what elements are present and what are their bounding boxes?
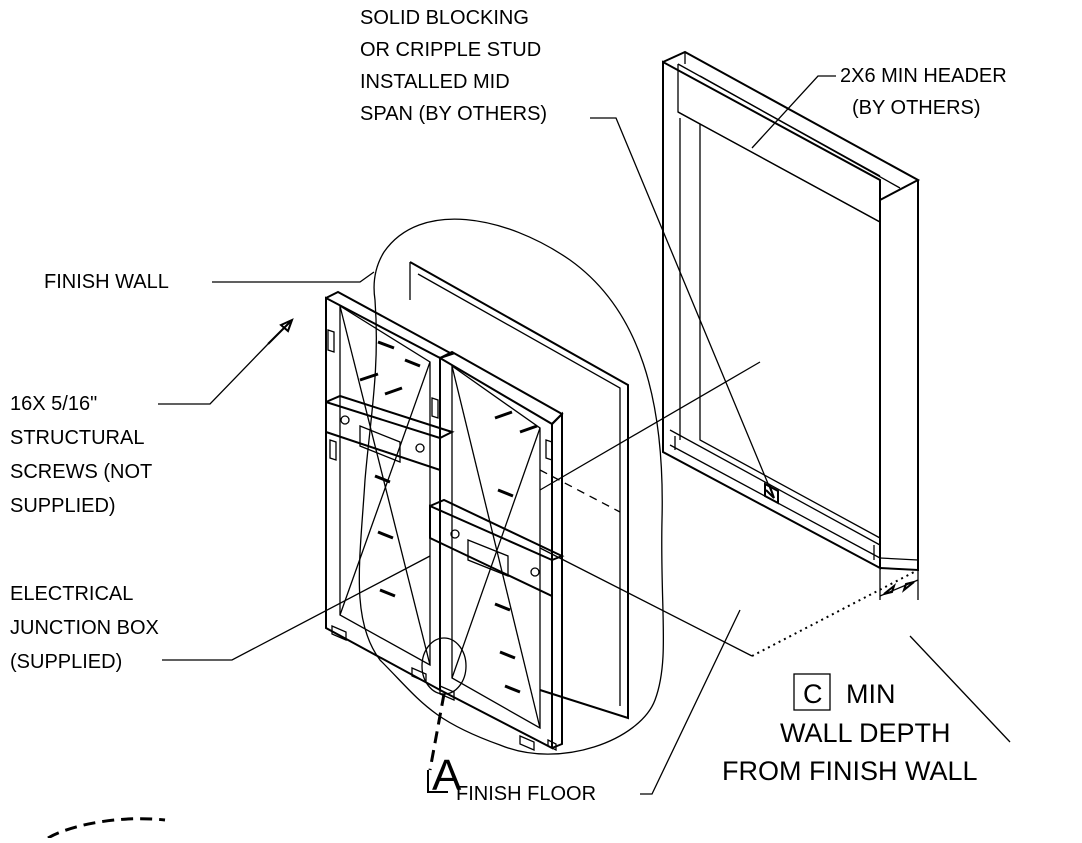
finish-floor-outline (539, 361, 919, 657)
callout-solid-blocking: SOLID BLOCKING OR CRIPPLE STUD INSTALLED… (360, 7, 547, 125)
header-line-2: (BY OTHERS) (852, 97, 981, 119)
callout-finish-wall: FINISH WALL (44, 271, 169, 293)
solid-blocking-line-1: SOLID BLOCKING (360, 7, 529, 29)
solid-blocking-line-4: SPAN (BY OTHERS) (360, 103, 547, 125)
junction-line-1: ELECTRICAL (10, 583, 133, 605)
mounting-frame (325, 290, 565, 752)
screws-line-4: SUPPLIED) (10, 495, 116, 517)
wall-depth-line-3: FROM FINISH WALL (722, 756, 978, 786)
dimension-tag-c: C (803, 679, 823, 709)
solid-blocking-line-3: INSTALLED MID (360, 71, 510, 93)
junction-line-2: JUNCTION BOX (10, 617, 159, 639)
callout-header: 2X6 MIN HEADER (BY OTHERS) (840, 65, 1007, 119)
framed-opening (662, 50, 921, 572)
dimension-tag-box (793, 673, 831, 711)
header-line-1: 2X6 MIN HEADER (840, 65, 1007, 87)
callout-wall-depth: C MIN WALL DEPTH FROM FINISH WALL (722, 673, 978, 786)
wall-opening (409, 261, 629, 720)
screws-line-2: STRUCTURAL (10, 427, 144, 449)
solid-blocking-line-2: OR CRIPPLE STUD (360, 39, 541, 61)
wall-depth-min: MIN (846, 679, 896, 709)
detail-a-label: A (432, 751, 462, 800)
callout-junction-box: ELECTRICAL JUNCTION BOX (SUPPLIED) (10, 583, 159, 673)
finish-wall-outline (358, 218, 665, 755)
leader-lines (158, 75, 1011, 795)
wall-depth-line-2: WALL DEPTH (780, 718, 951, 748)
detail-view-arc (47, 817, 166, 840)
callout-finish-floor: FINISH FLOOR (456, 783, 596, 805)
detail-a-marker (421, 637, 467, 793)
callout-screws: 16X 5/16" STRUCTURAL SCREWS (NOT SUPPLIE… (10, 393, 152, 517)
screws-line-3: SCREWS (NOT (10, 461, 152, 483)
screws-line-1: 16X 5/16" (10, 393, 97, 415)
junction-line-3: (SUPPLIED) (10, 651, 122, 673)
